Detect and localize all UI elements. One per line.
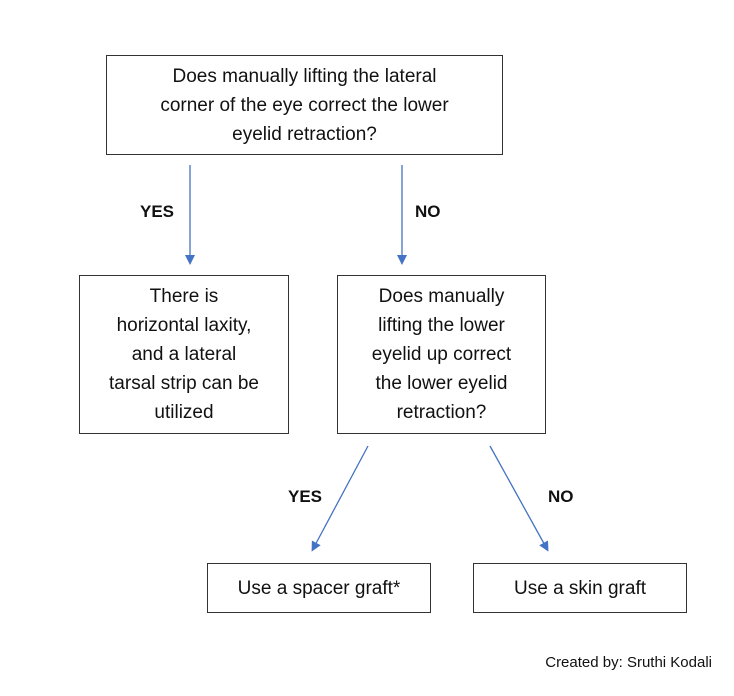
question-lower-eyelid-box: Does manually lifting the lower eyelid u… <box>337 275 546 434</box>
question-lower-eyelid-text: Does manually lifting the lower eyelid u… <box>371 286 512 423</box>
answer-horizontal-laxity-box: There is horizontal laxity, and a latera… <box>79 275 289 434</box>
question-lateral-corner-box: Does manually lifting the lateral corner… <box>106 55 503 155</box>
answer-spacer-graft-box: Use a spacer graft* <box>207 563 431 613</box>
answer-skin-graft-text: Use a skin graft <box>514 577 646 599</box>
answer-horizontal-laxity-text: There is horizontal laxity, and a latera… <box>109 286 259 423</box>
answer-spacer-graft-text: Use a spacer graft* <box>237 577 401 599</box>
no-label-2: NO <box>548 487 574 506</box>
yes-label-1: YES <box>140 202 175 221</box>
question-lateral-corner-text: Does manually lifting the lateral corner… <box>160 65 449 145</box>
arrow-no-2 <box>489 445 549 552</box>
answer-skin-graft-box: Use a skin graft <box>473 563 687 613</box>
author-credit: Created by: Sruthi Kodali <box>545 654 712 671</box>
no-label-1: NO <box>415 202 441 221</box>
yes-label-2: YES <box>288 487 323 506</box>
